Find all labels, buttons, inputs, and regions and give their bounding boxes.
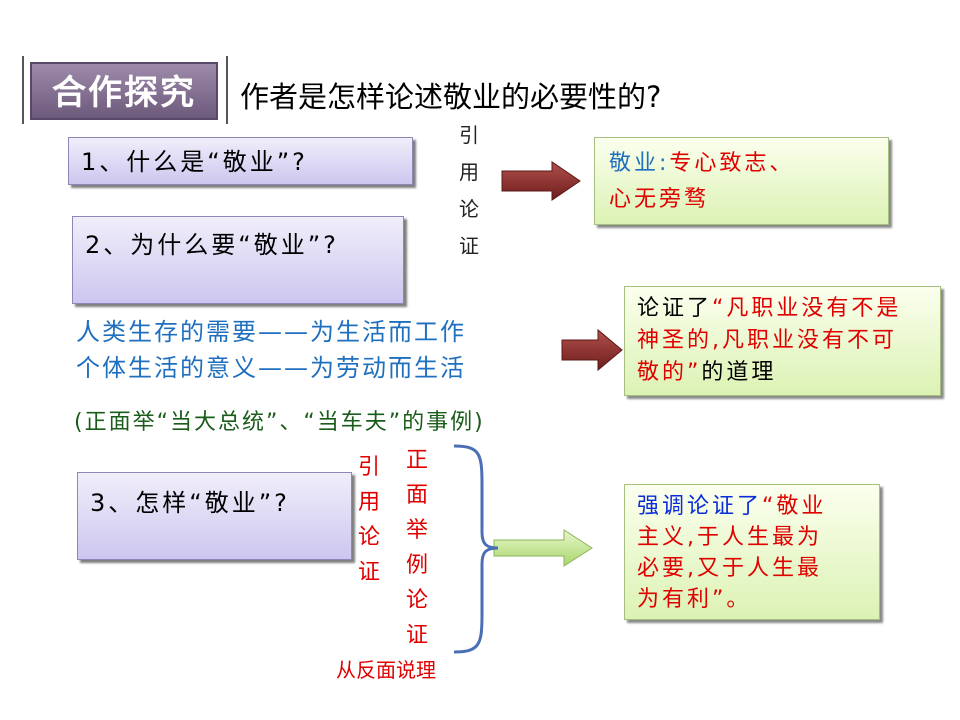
arrow-3: [493, 529, 593, 567]
answer-2-red-2: 神圣的,凡职业没有不可: [637, 328, 897, 353]
curly-bracket: [453, 444, 499, 654]
answer-box-2: 论证了“凡职业没有不是 神圣的,凡职业没有不可 敬的”的道理: [624, 286, 941, 396]
header-divider-right: [226, 56, 228, 124]
answer-3-red-1: “敬业: [762, 494, 827, 519]
answer-2-red-3: 敬的”: [637, 360, 702, 385]
answer-1-text: 专心致志、: [669, 151, 795, 176]
answer-box-1: 敬业:专心致志、 心无旁骛: [594, 137, 889, 225]
reasons-text: 人类生存的需要——为生活而工作 个体生活的意义——为劳动而生活: [76, 314, 466, 386]
answer-3-red-2: 主义,于人生最为: [637, 525, 822, 550]
example-note: (正面举“当大总统”、“当车夫”的事例): [74, 410, 485, 435]
method-quote-3: 引用论证: [357, 455, 380, 585]
reverse-reasoning-label: 从反面说理: [336, 658, 436, 682]
header-divider-left: [22, 56, 24, 124]
reason-line-1: 人类生存的需要——为生活而工作: [76, 318, 466, 346]
reason-line-2: 个体生活的意义——为劳动而生活: [76, 354, 466, 382]
question-box-1: 1、什么是“敬业”?: [68, 137, 413, 185]
answer-1-line2: 心无旁骛: [609, 187, 710, 212]
question-box-2: 2、为什么要“敬业”?: [72, 216, 404, 304]
section-badge: 合作探究: [30, 62, 218, 120]
arrow-1: [501, 161, 581, 201]
arrow-2: [561, 328, 623, 372]
answer-box-3: 强调论证了“敬业 主义,于人生最为 必要,又于人生最 为有利”。: [624, 484, 880, 620]
answer-3-red-4: 为有利”。: [637, 587, 752, 612]
answer-1-prefix: 敬业:: [609, 151, 670, 176]
main-question: 作者是怎样论述敬业的必要性的?: [240, 80, 662, 114]
answer-3-red-3: 必要,又于人生最: [637, 556, 822, 581]
answer-3-prefix: 强调论证了: [637, 494, 763, 519]
answer-2-prefix: 论证了: [637, 296, 713, 321]
method-quote-1: 引用论证: [459, 123, 479, 258]
method-example-3: 正面举例论证: [405, 448, 428, 648]
answer-2-suffix: 的道理: [701, 360, 777, 385]
answer-2-red-1: “凡职业没有不是: [712, 296, 902, 321]
question-box-3: 3、怎样“敬业”?: [77, 472, 352, 560]
